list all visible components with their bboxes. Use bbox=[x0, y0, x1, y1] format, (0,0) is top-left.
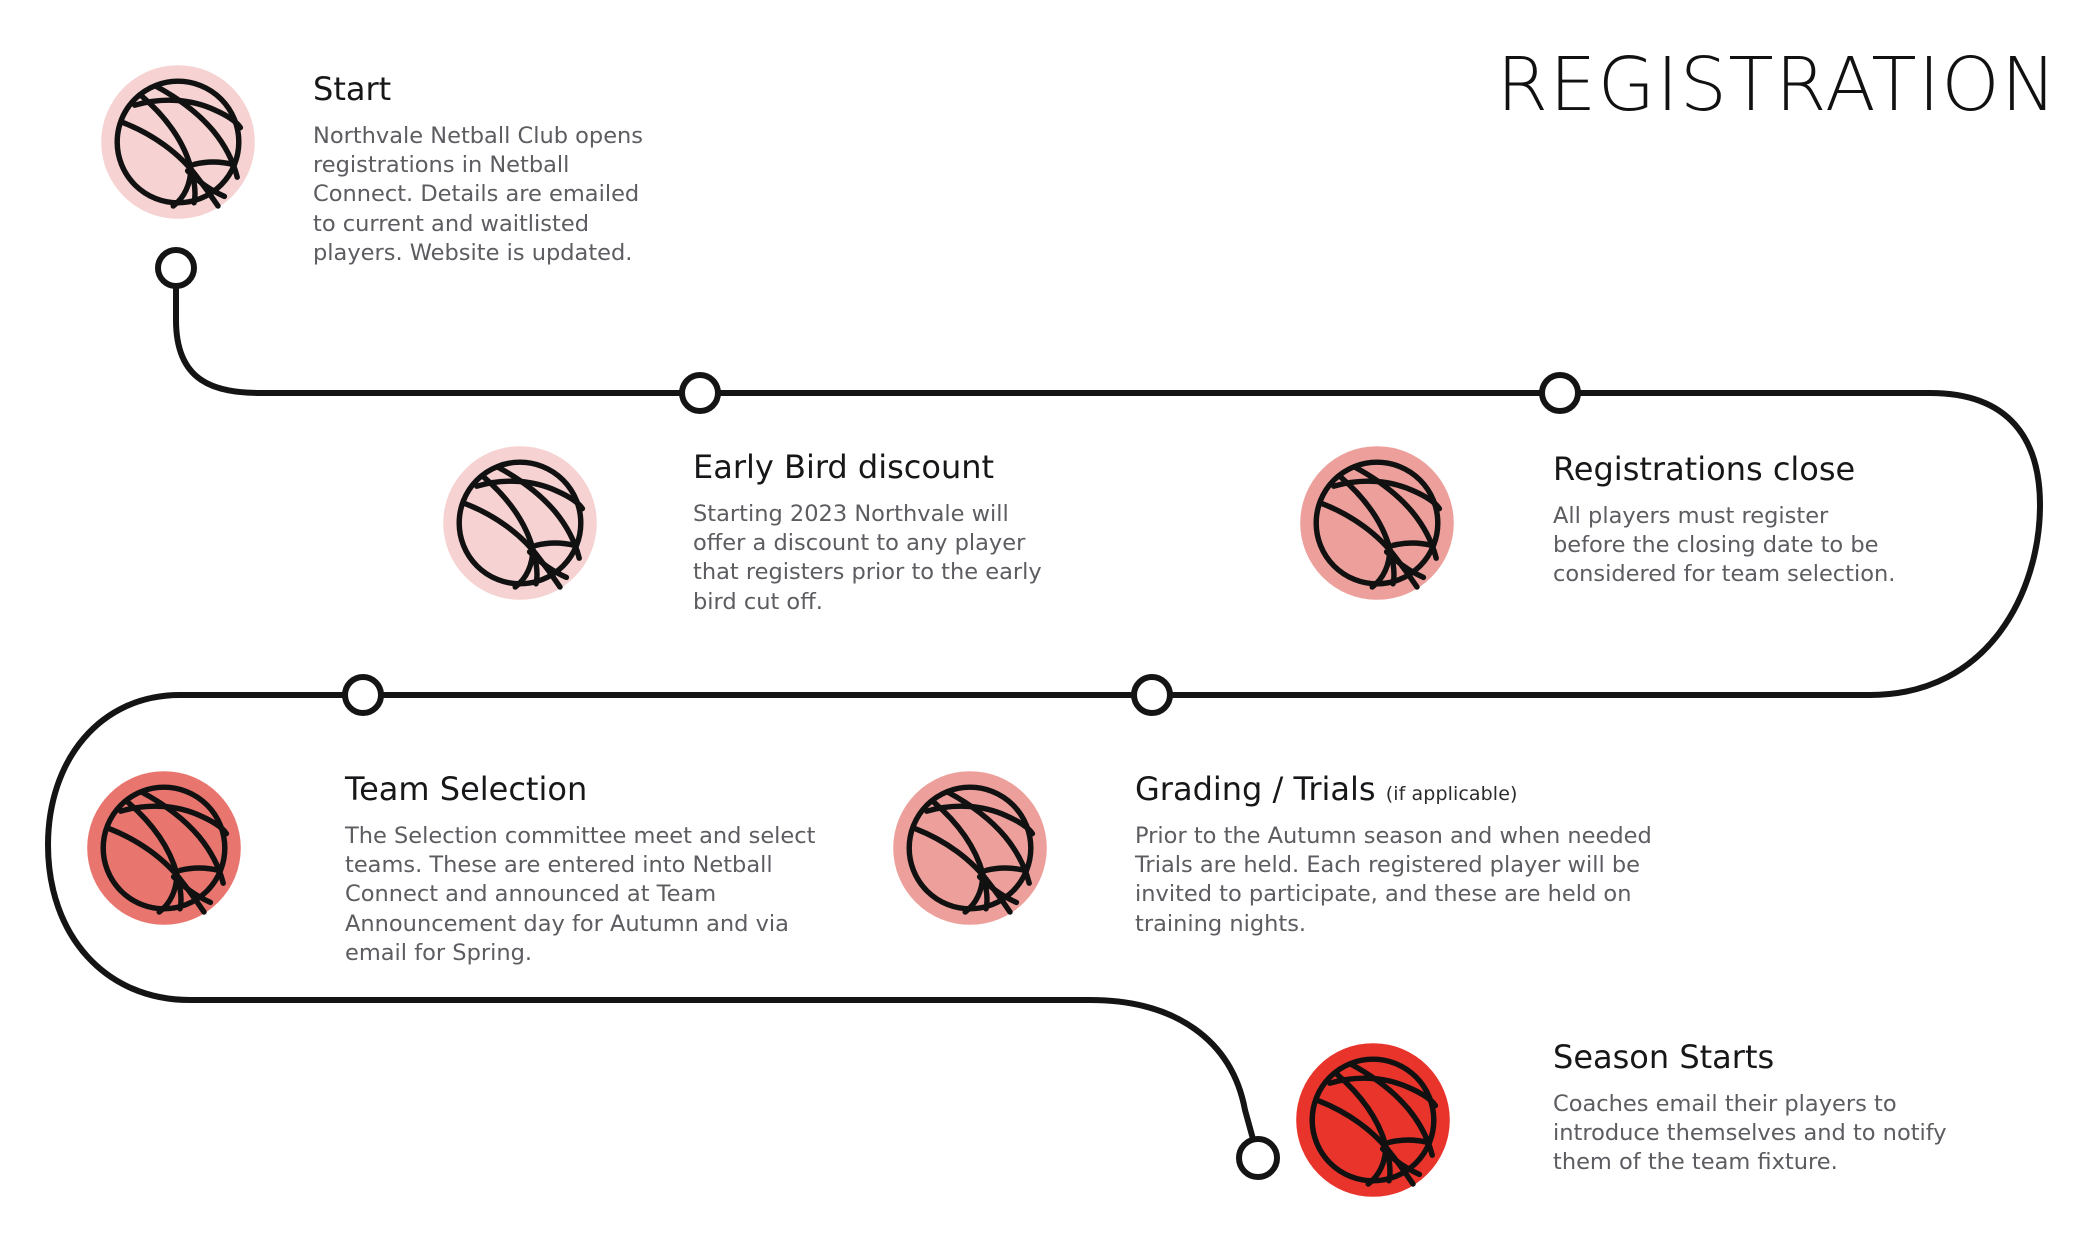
netball-icon-start bbox=[98, 62, 258, 222]
step-body-grading-trials: Prior to the Autumn season and when need… bbox=[1135, 822, 1652, 937]
step-season-starts: Season Starts Coaches email their player… bbox=[1553, 1038, 2023, 1178]
step-title-season-starts: Season Starts bbox=[1553, 1038, 2023, 1076]
flow-node-season-starts bbox=[1236, 1136, 1280, 1180]
netball-icon-team-selection bbox=[84, 768, 244, 928]
step-title-text: Season Starts bbox=[1553, 1038, 1775, 1076]
step-start: Start Northvale Netball Club opens regis… bbox=[313, 70, 693, 268]
netball-icon-season-starts bbox=[1293, 1040, 1453, 1200]
page-title: REGISTRATION bbox=[1496, 42, 2058, 128]
step-early-bird-discount: Early Bird discount Starting 2023 Northv… bbox=[693, 448, 1093, 617]
flow-node-team-selection bbox=[342, 674, 384, 716]
step-title-grading-trials: Grading / Trials (if applicable) bbox=[1135, 770, 1715, 808]
step-body-start: Northvale Netball Club opens registratio… bbox=[313, 122, 644, 266]
netball-icon-registrations-close bbox=[1297, 443, 1457, 603]
flow-node-registrations-close bbox=[1539, 372, 1581, 414]
step-title-start: Start bbox=[313, 70, 693, 108]
step-team-selection: Team Selection The Selection committee m… bbox=[345, 770, 865, 968]
step-title-text: Early Bird discount bbox=[693, 448, 995, 486]
step-title-text: Start bbox=[313, 70, 392, 108]
step-body-team-selection: The Selection committee meet and select … bbox=[345, 822, 816, 966]
netball-icon-early-bird-discount bbox=[440, 443, 600, 603]
step-body-season-starts: Coaches email their players to introduce… bbox=[1553, 1090, 1947, 1176]
step-title-text: Team Selection bbox=[345, 770, 588, 808]
step-body-registrations-close: All players must register before the clo… bbox=[1553, 502, 1896, 588]
step-title-team-selection: Team Selection bbox=[345, 770, 865, 808]
step-title-registrations-close: Registrations close bbox=[1553, 450, 1953, 488]
step-registrations-close: Registrations close All players must reg… bbox=[1553, 450, 1953, 590]
step-grading-trials: Grading / Trials (if applicable) Prior t… bbox=[1135, 770, 1715, 939]
flow-node-start bbox=[155, 247, 197, 289]
step-title-text: Grading / Trials bbox=[1135, 770, 1376, 808]
step-title-text: Registrations close bbox=[1553, 450, 1856, 488]
step-title-note: (if applicable) bbox=[1385, 783, 1518, 805]
step-title-early-bird-discount: Early Bird discount bbox=[693, 448, 1093, 486]
step-body-early-bird-discount: Starting 2023 Northvale will offer a dis… bbox=[693, 500, 1042, 615]
netball-icon-grading-trials bbox=[890, 768, 1050, 928]
flow-node-early-bird bbox=[679, 372, 721, 414]
flow-node-grading-trials bbox=[1131, 674, 1173, 716]
